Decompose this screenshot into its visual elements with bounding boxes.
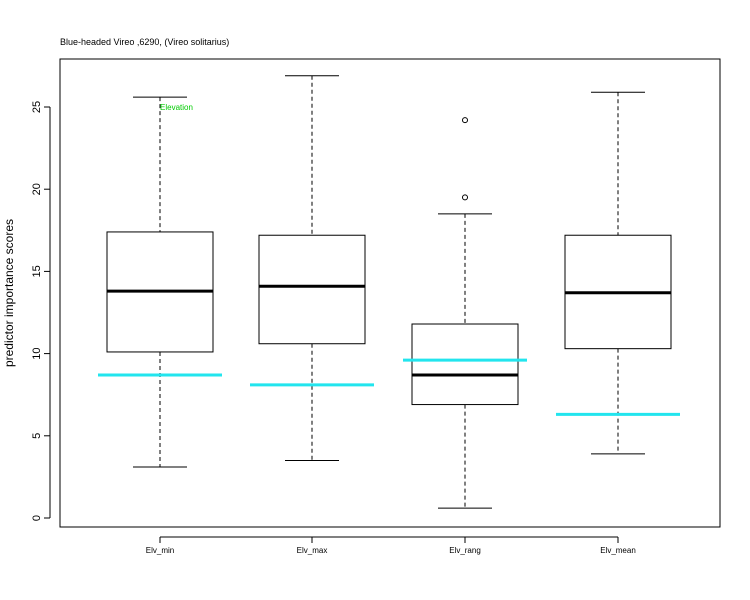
y-tick-label: 10: [31, 347, 43, 359]
y-tick-label: 20: [31, 183, 43, 195]
box-group: [106, 75, 672, 509]
plot-frame: [59, 58, 721, 528]
x-tick-label: Elv_max: [297, 546, 328, 555]
box-iqr: [258, 234, 366, 345]
y-tick-label: 5: [31, 433, 43, 439]
y-axis-label: predictor importance scores: [2, 219, 16, 367]
y-axis: 0 5 10 15 20 25: [31, 101, 51, 521]
x-tick-label: Elv_rang: [449, 546, 481, 555]
x-tick-label: Elv_min: [146, 546, 174, 555]
box-Elv_mean: [564, 91, 672, 455]
x-axis: Elv_min Elv_max Elv_rang Elv_mean: [146, 536, 636, 555]
annotation-label: Elevation: [160, 103, 193, 112]
box-Elv_min: [106, 96, 214, 468]
box-Elv_max: [258, 75, 366, 461]
box-iqr: [411, 323, 519, 406]
y-tick-label: 25: [31, 101, 43, 113]
x-tick-label: Elv_mean: [600, 546, 636, 555]
outlier-point: [462, 194, 468, 201]
chart-title: Blue-headed Vireo ,6290, (Vireo solitari…: [60, 37, 229, 47]
y-tick-label: 0: [31, 515, 43, 521]
y-tick-label: 15: [31, 265, 43, 277]
reference-lines: [98, 358, 680, 416]
box-Elv_rang: [411, 117, 519, 509]
outlier-point: [462, 117, 468, 124]
